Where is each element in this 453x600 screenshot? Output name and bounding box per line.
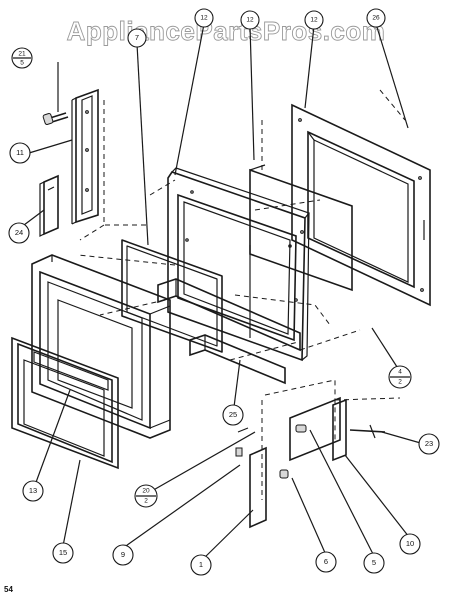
callout-20-2: 20 2	[134, 484, 158, 508]
callout-24: 24	[8, 222, 30, 244]
svg-text:5: 5	[20, 60, 24, 67]
part-door-panel	[167, 167, 311, 362]
svg-text:12: 12	[246, 17, 254, 24]
callout-26: 26	[366, 8, 386, 28]
svg-text:23: 23	[425, 439, 433, 448]
svg-text:20: 20	[142, 488, 150, 495]
part-screw	[42, 112, 69, 125]
part-lower-bar	[157, 278, 301, 385]
svg-text:25: 25	[229, 410, 237, 419]
part-outer-panel	[291, 103, 431, 307]
callout-12-c: 12	[304, 10, 324, 30]
page-number: 54	[4, 585, 13, 594]
callout-13: 13	[22, 480, 44, 502]
svg-text:10: 10	[406, 539, 414, 548]
svg-text:4: 4	[398, 369, 402, 376]
callout-7: 7	[127, 28, 147, 48]
svg-text:13: 13	[29, 486, 37, 495]
callout-1: 1	[190, 554, 212, 576]
part-hinge-assembly	[235, 396, 386, 529]
part-gasket	[121, 239, 223, 353]
svg-text:2: 2	[398, 379, 402, 386]
part-front-door-frame	[31, 254, 171, 439]
part-inner-glass-frame	[11, 336, 119, 470]
part-glass-sheet	[249, 164, 353, 292]
part-hinge-bracket	[71, 88, 99, 225]
svg-text:26: 26	[372, 15, 380, 22]
callout-23: 23	[418, 433, 440, 455]
svg-text:21: 21	[18, 51, 26, 58]
watermark-text: AppliancePartsPros.com	[67, 16, 386, 46]
svg-text:12: 12	[200, 15, 208, 22]
callout-5: 5	[363, 552, 385, 574]
callout-leaders	[19, 23, 425, 562]
svg-text:5: 5	[372, 558, 376, 567]
callout-15: 15	[52, 542, 74, 564]
svg-text:2: 2	[144, 498, 148, 505]
svg-text:9: 9	[121, 550, 125, 559]
svg-text:24: 24	[15, 228, 23, 237]
callout-21-5: 21 5	[11, 47, 33, 69]
svg-text:15: 15	[59, 548, 67, 557]
svg-text:6: 6	[324, 557, 328, 566]
callout-10: 10	[399, 533, 421, 555]
callout-25: 25	[222, 404, 244, 426]
callout-12-b: 12	[240, 10, 260, 30]
svg-text:1: 1	[199, 560, 203, 569]
part-small-bracket	[39, 174, 59, 237]
callout-4-2: 4 2	[388, 365, 412, 389]
callout-9: 9	[112, 544, 134, 566]
callout-11: 11	[9, 142, 31, 164]
svg-text:7: 7	[135, 33, 139, 42]
callout-12-a: 12	[194, 8, 214, 28]
svg-text:11: 11	[16, 148, 24, 157]
svg-text:12: 12	[310, 17, 318, 24]
callout-8: 6	[315, 551, 337, 573]
